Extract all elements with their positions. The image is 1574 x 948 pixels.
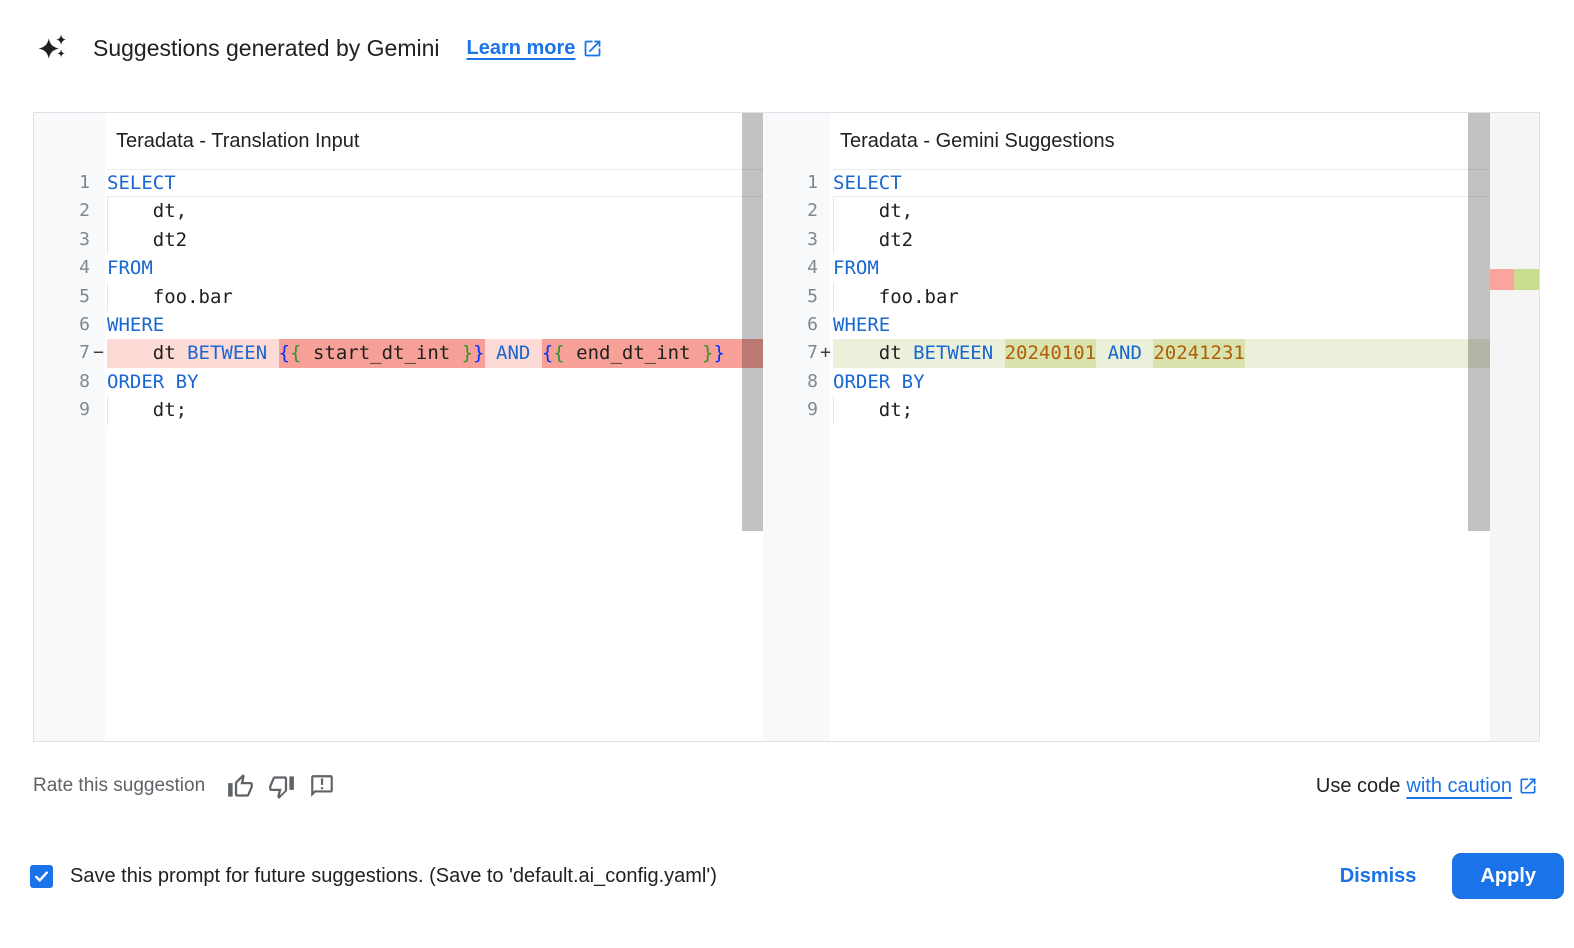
line-number: 3 bbox=[79, 228, 90, 250]
code-line-translation-input-6[interactable]: 6 WHERE bbox=[34, 311, 763, 339]
code-text: dt BETWEEN 20240101 AND 20241231 bbox=[833, 339, 1539, 368]
code-line-translation-input-1[interactable]: 1 SELECT bbox=[34, 169, 763, 197]
line-number: 1 bbox=[807, 172, 818, 193]
open-in-new-icon bbox=[1512, 776, 1538, 796]
line-number: 2 bbox=[79, 200, 90, 222]
line-number: 4 bbox=[79, 257, 90, 279]
code-text: dt; bbox=[107, 396, 763, 424]
with-caution-link[interactable]: with caution bbox=[1406, 774, 1512, 797]
diff-fill bbox=[724, 339, 763, 368]
line-number: 8 bbox=[79, 370, 90, 392]
code-text: ORDER BY bbox=[833, 370, 925, 393]
code-line-gemini-suggestions-3[interactable]: 3 dt2 bbox=[763, 226, 1539, 254]
apply-button[interactable]: Apply bbox=[1452, 853, 1564, 899]
line-number: 9 bbox=[79, 399, 90, 421]
open-in-new-icon bbox=[575, 38, 603, 59]
left-editor-title: Teradata - Translation Input bbox=[116, 129, 360, 152]
code-text: SELECT bbox=[833, 169, 1539, 197]
save-prompt-label: Save this prompt for future suggestions.… bbox=[70, 864, 717, 887]
line-number: 7− bbox=[79, 342, 104, 364]
code-line-gemini-suggestions-8[interactable]: 8 ORDER BY bbox=[763, 368, 1539, 396]
feedback-row: Rate this suggestion Use code with cauti… bbox=[33, 770, 1538, 802]
ruler-deletion-marker bbox=[1490, 269, 1514, 290]
line-number: 1 bbox=[79, 172, 90, 193]
code-text: dt, bbox=[107, 197, 763, 225]
code-text: dt BETWEEN {{ start_dt_int }} AND {{ end… bbox=[107, 339, 763, 368]
learn-more-link[interactable]: Learn more bbox=[467, 37, 604, 60]
code-line-translation-input-9[interactable]: 9 dt; bbox=[34, 396, 763, 424]
line-number: 9 bbox=[807, 399, 818, 421]
checkmark-icon bbox=[33, 868, 50, 885]
line-number: 7+ bbox=[807, 342, 831, 364]
line-number: 4 bbox=[807, 257, 818, 279]
page-title: Suggestions generated by Gemini bbox=[93, 34, 440, 61]
code-line-translation-input-5[interactable]: 5 foo.bar bbox=[34, 283, 763, 311]
code-line-gemini-suggestions-5[interactable]: 5 foo.bar bbox=[763, 283, 1539, 311]
code-line-gemini-suggestions-1[interactable]: 1 SELECT bbox=[763, 169, 1539, 197]
code-text: ORDER BY bbox=[107, 370, 199, 393]
code-line-gemini-suggestions-4[interactable]: 4 FROM bbox=[763, 254, 1539, 282]
left-scrollbar-thumb[interactable] bbox=[742, 113, 763, 531]
thumb-up-button[interactable] bbox=[227, 773, 254, 800]
line-number: 3 bbox=[807, 228, 818, 250]
rate-label: Rate this suggestion bbox=[33, 775, 206, 796]
code-line-gemini-suggestions-7[interactable]: 7+ dt BETWEEN 20240101 AND 20241231 bbox=[763, 339, 1539, 368]
thumb-down-button[interactable] bbox=[268, 773, 295, 800]
line-number: 2 bbox=[807, 200, 818, 222]
code-text: FROM bbox=[107, 257, 153, 280]
code-text: dt2 bbox=[107, 226, 763, 254]
diff-overview-ruler[interactable] bbox=[1490, 113, 1539, 741]
suggestions-header: Suggestions generated by Gemini Learn mo… bbox=[36, 30, 1538, 66]
action-bar: Save this prompt for future suggestions.… bbox=[30, 852, 1564, 900]
line-number: 6 bbox=[79, 313, 90, 335]
code-line-translation-input-8[interactable]: 8 ORDER BY bbox=[34, 368, 763, 396]
line-number: 5 bbox=[807, 285, 818, 307]
code-line-gemini-suggestions-6[interactable]: 6 WHERE bbox=[763, 311, 1539, 339]
code-text: FROM bbox=[833, 257, 879, 280]
right-editor-title: Teradata - Gemini Suggestions bbox=[840, 129, 1115, 152]
code-text: SELECT bbox=[107, 169, 763, 197]
code-line-translation-input-2[interactable]: 2 dt, bbox=[34, 197, 763, 225]
ruler-insertion-marker bbox=[1514, 269, 1539, 290]
line-number: 8 bbox=[807, 370, 818, 392]
thumb-down-icon bbox=[268, 773, 295, 800]
code-text: dt2 bbox=[833, 226, 1539, 254]
line-number: 6 bbox=[807, 313, 818, 335]
line-number-gutter bbox=[763, 113, 830, 741]
code-text: dt, bbox=[833, 197, 1539, 225]
code-text: WHERE bbox=[107, 313, 165, 336]
code-line-translation-input-3[interactable]: 3 dt2 bbox=[34, 226, 763, 254]
right-scrollbar-thumb[interactable] bbox=[1468, 113, 1490, 531]
code-line-gemini-suggestions-9[interactable]: 9 dt; bbox=[763, 396, 1539, 424]
save-prompt-checkbox[interactable] bbox=[30, 864, 53, 888]
line-number-gutter bbox=[34, 113, 105, 741]
code-text: foo.bar bbox=[107, 283, 763, 311]
code-line-translation-input-4[interactable]: 4 FROM bbox=[34, 254, 763, 282]
code-text: dt; bbox=[833, 396, 1539, 424]
report-feedback-button[interactable] bbox=[309, 773, 335, 799]
code-line-gemini-suggestions-2[interactable]: 2 dt, bbox=[763, 197, 1539, 225]
code-line-translation-input-7[interactable]: 7− dt BETWEEN {{ start_dt_int }} AND {{ … bbox=[34, 339, 763, 368]
use-code-caution: Use code with caution bbox=[1316, 775, 1538, 798]
thumb-up-icon bbox=[227, 773, 254, 800]
feedback-icon bbox=[309, 773, 335, 799]
code-text: WHERE bbox=[833, 313, 891, 336]
code-text: foo.bar bbox=[833, 283, 1539, 311]
line-number: 5 bbox=[79, 285, 90, 307]
gemini-sparkle-icon bbox=[36, 32, 68, 64]
dismiss-button[interactable]: Dismiss bbox=[1326, 857, 1431, 896]
